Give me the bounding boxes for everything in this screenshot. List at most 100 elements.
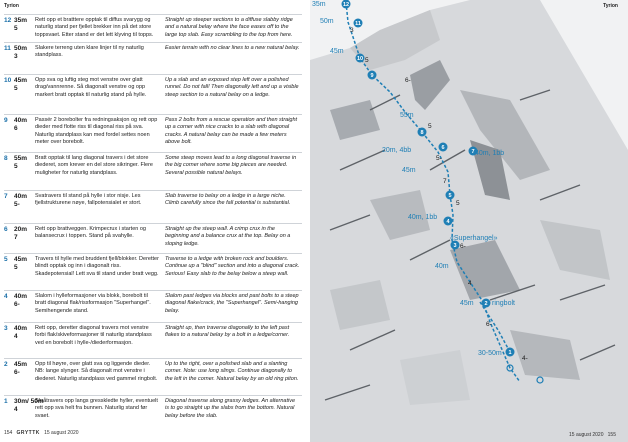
- pitch-description-norwegian: Opp sva og luftig steg mot venstre over …: [35, 77, 147, 98]
- pitch-description-norwegian: Skråtravers opp langs gresskledte hyller…: [35, 398, 158, 419]
- brand-logo: GRYTTK: [16, 430, 40, 436]
- pitch-length: 40m: [14, 193, 28, 200]
- rock-feature: [330, 280, 390, 330]
- pitch-description-english: Traverse to a ledge with broken rock and…: [165, 256, 300, 277]
- pitch-length: 45m: [14, 77, 28, 84]
- rock-feature: [370, 190, 430, 240]
- footer-date: 15 august 2020: [44, 430, 79, 436]
- pitch-number: 9: [4, 117, 8, 124]
- pitch-description-english: Up to the right, over a polished slab an…: [165, 361, 299, 382]
- pitch-description-english: Straight up the steep wall. A crimp crux…: [165, 226, 291, 247]
- pitch-description-norwegian: Slalom i hylleformasjoner via blokk, bor…: [35, 293, 151, 314]
- pitch-marker: 4: [443, 216, 453, 226]
- footer-date-right: 15 august 2020: [569, 432, 604, 438]
- pitch-description-norwegian: Travers til hylle med bruddent fjell/blo…: [35, 256, 159, 277]
- pitch-description-norwegian: Passér 2 borebolter fra redningsaksjon o…: [35, 117, 158, 145]
- pitch-length: 40m: [14, 117, 28, 124]
- pitch-length: 55m: [14, 155, 28, 162]
- pitch-marker-number: 5: [448, 193, 451, 199]
- pitch-length: 20m: [14, 226, 28, 233]
- page-footer: 154 GRYTTK 15 august 2020: [4, 430, 79, 436]
- label-p4: 40m, 1bb: [408, 214, 437, 221]
- pitch-number: 11: [4, 45, 11, 52]
- grade-5: 5: [456, 200, 460, 207]
- pitch-marker: 2: [481, 298, 491, 308]
- label-p12: 35m: [312, 1, 326, 8]
- grade-11: 3: [350, 27, 354, 34]
- pitch-grade: 6: [14, 124, 18, 132]
- pitch-marker: 1: [505, 347, 515, 357]
- pitch-grade: 4: [14, 405, 18, 413]
- pitch-marker-number: 10: [357, 56, 363, 62]
- grade-2: 6-: [486, 321, 492, 328]
- pitch-length: 35m: [14, 17, 28, 24]
- pitch-grade: 5-: [14, 200, 20, 208]
- label-p2: 45m: [460, 300, 474, 307]
- pitch-grade: 5: [14, 84, 18, 92]
- label-superhangel: «Superhangel»: [450, 235, 498, 242]
- rock-feature: [460, 90, 550, 180]
- pitch-number: 1: [4, 398, 8, 405]
- pitch-marker-number: 8: [420, 130, 423, 136]
- grade-9: 6-: [405, 77, 411, 84]
- pitch-grade: 5: [14, 263, 18, 271]
- label-ringbolt: ringbolt: [492, 300, 515, 307]
- label-p5: 45m: [402, 167, 416, 174]
- pitch-length: 45m: [14, 256, 28, 263]
- pitch-description-english: Straight up steeper sections to a diffus…: [165, 17, 293, 38]
- pitch-marker: 10: [355, 53, 365, 63]
- pitch-marker: 6: [438, 142, 448, 152]
- pitch-number: 4: [4, 293, 8, 300]
- pitch-description-english: Some steep moves lead to a long diagonal…: [165, 155, 297, 176]
- pitch-number: 7: [4, 193, 8, 200]
- label-p7: 40m, 1bb: [475, 150, 504, 157]
- pitch-number: 6: [4, 226, 8, 233]
- rock-feature: [510, 330, 580, 380]
- label-p1: 30-50m: [478, 350, 502, 357]
- rock-feature: [470, 140, 510, 200]
- pitch-description-english: Slalom past ledges via blocks and past b…: [165, 293, 299, 314]
- label-p10: 45m: [330, 48, 344, 55]
- pitch-grade: 6-: [14, 300, 20, 308]
- pitch-marker: 12: [341, 0, 351, 9]
- header-title-right: Tyrion: [603, 3, 618, 9]
- label-p3: 40m: [435, 263, 449, 270]
- pitch-marker: 3: [450, 240, 460, 250]
- pitch-length: 30m/ 50m: [14, 398, 44, 405]
- topo-labels: 35m 50m 45m 55m 40m, 1bb 20m, 4bb 45m 40…: [312, 1, 515, 357]
- pitch-marker-number: 6: [441, 145, 444, 151]
- grade-3: 4: [468, 280, 472, 287]
- pitch-grade: 5: [14, 24, 18, 32]
- pitch-length: 40m: [14, 325, 28, 332]
- pitch-grade: 7: [14, 233, 18, 241]
- pitch-description-norwegian: Rett opp, deretter diagonal travers mot …: [35, 325, 152, 346]
- grade-1: 4-: [522, 355, 528, 362]
- pitch-length: 40m: [14, 293, 28, 300]
- rock-feature: [400, 350, 470, 405]
- pitch-description-english: Slab traverse to belay on a ledge in a l…: [165, 193, 291, 207]
- pitch-grade: 3: [14, 52, 18, 60]
- pitch-number: 10: [4, 77, 12, 84]
- pitch-grade: 4: [14, 332, 18, 340]
- header-title: Tyrion: [4, 3, 19, 9]
- pitch-description-norwegian: Svatravers til stand på hylle i stor nis…: [35, 193, 142, 207]
- pitch-grade: 6-: [14, 368, 20, 376]
- pitch-marker: 9: [367, 70, 377, 80]
- rock-feature: [410, 60, 450, 110]
- pitch-description-norwegian: Slakere terreng uten klare linjer til ny…: [35, 45, 144, 59]
